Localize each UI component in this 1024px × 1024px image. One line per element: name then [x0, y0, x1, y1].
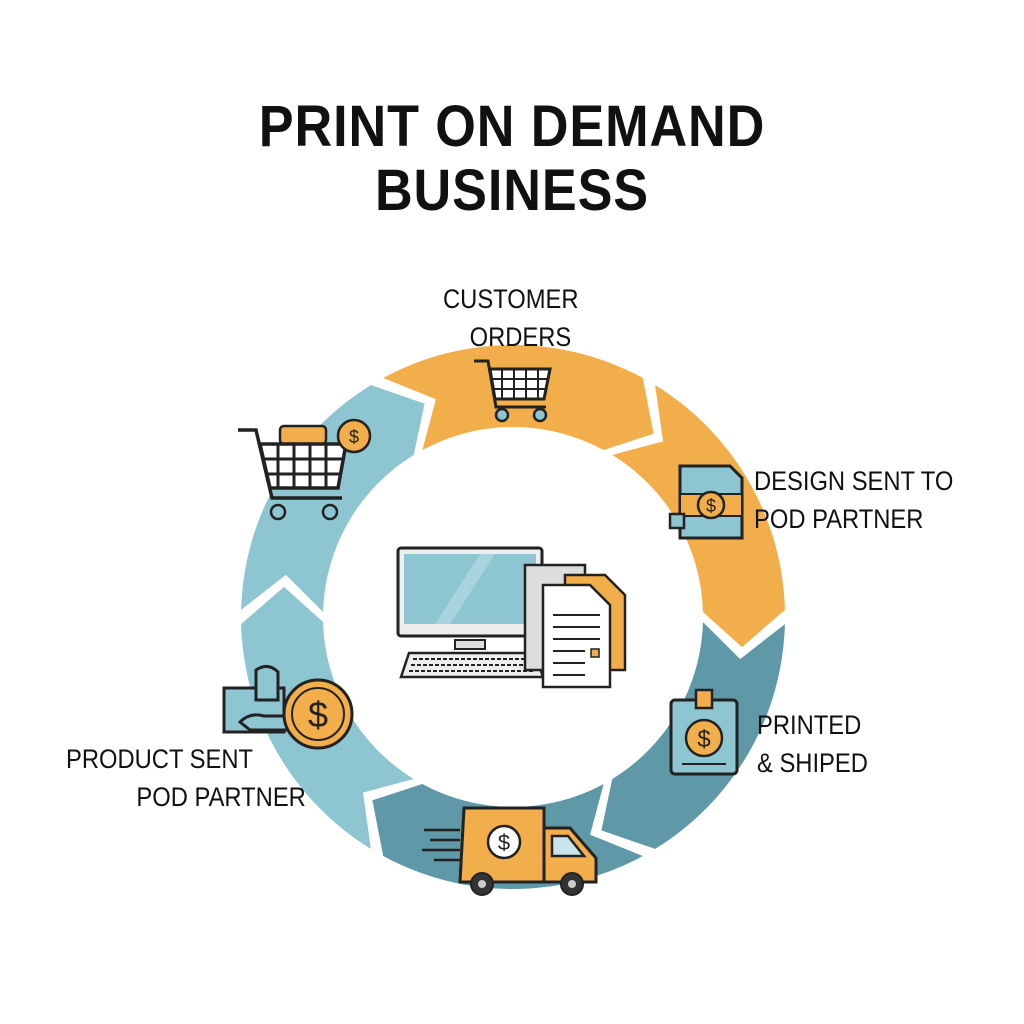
label-line: PRODUCT SENT: [66, 744, 254, 774]
label-customer-orders: CUSTOMER ORDERS: [443, 280, 579, 356]
label-line: PRINTED: [757, 710, 862, 740]
label-line: POD PARTNER: [754, 504, 924, 534]
label-line: ORDERS: [469, 322, 572, 352]
label-product-sent: PRODUCT SENT POD PARTNER: [66, 740, 306, 816]
computer-documents-icon: [396, 546, 627, 689]
label-line: & SHIPED: [757, 748, 868, 778]
page-title: PRINT ON DEMAND BUSINESS: [51, 95, 973, 223]
label-line: CUSTOMER: [443, 284, 579, 314]
title-line-2: BUSINESS: [374, 158, 650, 223]
svg-text:$: $: [349, 427, 359, 447]
svg-text:$: $: [697, 726, 710, 753]
shopping-cart-icon: [474, 359, 552, 423]
svg-text:$: $: [498, 830, 510, 855]
label-line: DESIGN SENT TO: [754, 466, 954, 496]
svg-text:$: $: [308, 694, 328, 735]
label-design-sent: DESIGN SENT TO POD PARTNER: [754, 462, 953, 538]
payment-hand-coin-icon: $: [222, 665, 354, 750]
package-tag-dollar-icon: $: [669, 688, 739, 776]
cart-with-coin-icon: $: [238, 418, 372, 521]
svg-text:$: $: [706, 496, 716, 516]
label-line: POD PARTNER: [136, 782, 306, 812]
label-printed-shipped: PRINTED & SHIPED: [757, 706, 868, 782]
delivery-truck-icon: $: [422, 806, 598, 896]
title-line-1: PRINT ON DEMAND: [258, 94, 766, 159]
design-file-dollar-icon: $: [668, 464, 744, 540]
